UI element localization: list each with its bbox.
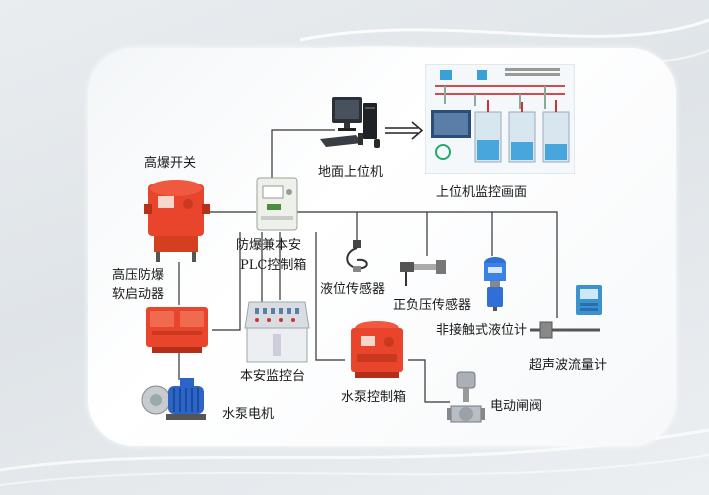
monitoring-screen-image — [425, 64, 575, 174]
flow-pipe-sensor-icon — [539, 321, 553, 339]
pump-control-box-icon — [351, 321, 403, 378]
pressure-sensor-icon — [400, 260, 446, 286]
pump-control-box-label: 水泵控制箱 — [341, 390, 407, 405]
safety-console-label: 本安监控台 — [240, 369, 306, 384]
pump-motor-label: 水泵电机 — [222, 407, 275, 422]
computer-icon — [320, 97, 380, 148]
level-sensor-icon — [346, 240, 368, 272]
explosion-proof-switch-icon — [144, 180, 210, 262]
level-sensor-label: 液位传感器 — [320, 282, 386, 297]
electric-valve-icon — [447, 371, 485, 423]
noncontact-level-label: 非接触式液位计 — [436, 323, 528, 338]
pressure-sensor-label: 正负压传感器 — [393, 298, 472, 313]
plc-control-box-icon — [256, 177, 298, 231]
monitor-screen-label: 上位机监控画面 — [436, 185, 528, 200]
soft-starter-icon — [146, 307, 208, 353]
pump-motor-icon — [141, 378, 206, 420]
gaobao-switch-label: 高爆开关 — [144, 156, 197, 171]
plc-box-label-line1: 防爆兼本安 — [236, 238, 302, 253]
ultrasonic-flow-label: 超声波流量计 — [529, 358, 608, 373]
plc-box-label-line2: PLC控制箱 — [240, 258, 307, 273]
electric-valve-label: 电动闸阀 — [490, 399, 543, 414]
ultrasonic-flowmeter-icon — [576, 285, 602, 315]
safety-console-icon — [244, 301, 310, 363]
radar-level-meter-icon — [484, 257, 506, 311]
soft-starter-label-line2: 软启动器 — [112, 287, 165, 302]
ground-pc-label: 地面上位机 — [318, 165, 384, 180]
soft-starter-label-line1: 高压防爆 — [112, 268, 165, 283]
